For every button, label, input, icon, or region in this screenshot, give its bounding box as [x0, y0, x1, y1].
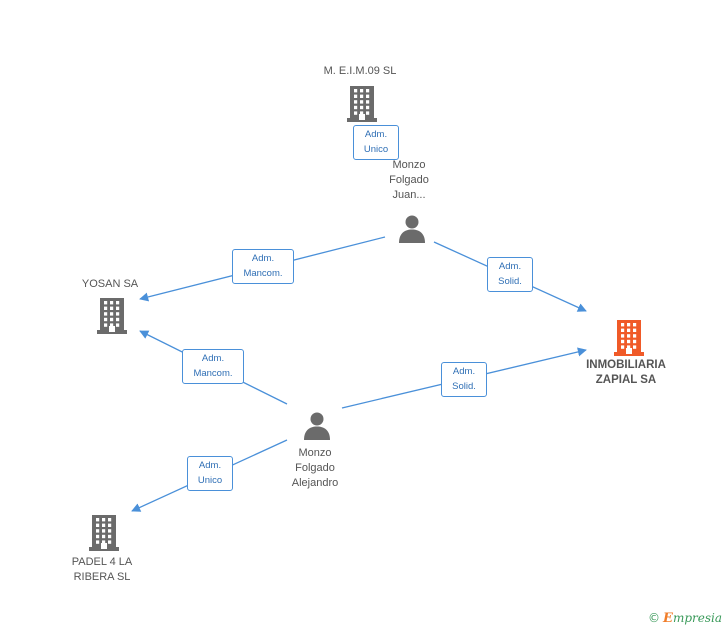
building-icon[interactable] — [97, 298, 127, 339]
node-label-line: Folgado — [295, 462, 335, 474]
person-icon[interactable] — [397, 214, 427, 249]
building-icon[interactable] — [89, 515, 119, 556]
node-label-line: Folgado — [389, 174, 429, 186]
building-icon[interactable] — [614, 320, 644, 361]
edge-label-juan-meim[interactable]: Adm. Unico — [353, 125, 399, 160]
node-label-line: INMOBILIARIA — [586, 359, 666, 371]
edge-label-juan-yosan[interactable]: Adm. Mancom. — [232, 249, 294, 284]
node-label-yosan[interactable]: YOSAN SA — [81, 278, 139, 290]
node-label-monzo-juan[interactable]: Monzo Folgado Juan... — [366, 158, 452, 203]
edge-label-line: Adm. — [498, 261, 522, 272]
edge-label-line: Adm. — [198, 460, 222, 471]
edge-label-line: Adm. — [251, 253, 275, 264]
edge-label-line: Mancom. — [193, 368, 233, 379]
edge-label-line: Unico — [363, 144, 389, 155]
edge-label-line: Adm. — [364, 129, 388, 140]
copyright-symbol: © — [648, 611, 661, 625]
node-label-meim[interactable]: M. E.I.M.09 SL — [323, 65, 397, 77]
edge-label-juan-inmobiliaria[interactable]: Adm. Solid. — [487, 257, 533, 292]
edge-label-line: Adm. — [201, 353, 225, 364]
edge-label-line: Mancom. — [243, 268, 283, 279]
person-icon[interactable] — [302, 411, 332, 446]
edge-label-line: Adm. — [452, 366, 476, 377]
node-label-line: ZAPIAL SA — [595, 374, 657, 386]
node-label-line: RIBERA SL — [73, 571, 131, 583]
brand-name: mpresia — [672, 611, 722, 625]
node-label-line: Alejandro — [291, 477, 339, 489]
node-label-monzo-alejandro[interactable]: Monzo Folgado Alejandro — [270, 446, 360, 491]
node-label-padel[interactable]: PADEL 4 LA RIBERA SL — [52, 555, 152, 585]
node-label-line: Monzo — [392, 159, 426, 171]
node-label-line: Monzo — [298, 447, 332, 459]
building-icon[interactable] — [347, 86, 377, 127]
brand-initial: E — [663, 611, 673, 626]
node-label-inmobiliaria[interactable]: INMOBILIARIA ZAPIAL SA — [576, 358, 676, 388]
edge-label-line: Solid. — [498, 276, 522, 287]
node-label-line: Juan... — [392, 189, 426, 201]
node-label-line: PADEL 4 LA — [71, 556, 133, 568]
edge-label-alejandro-inmobiliaria[interactable]: Adm. Solid. — [441, 362, 487, 397]
edge-label-line: Solid. — [452, 381, 476, 392]
copyright: ©Empresia — [648, 611, 722, 626]
edge-label-alejandro-yosan[interactable]: Adm. Mancom. — [182, 349, 244, 384]
edge-label-line: Unico — [197, 475, 223, 486]
edge-label-alejandro-padel[interactable]: Adm. Unico — [187, 456, 233, 491]
